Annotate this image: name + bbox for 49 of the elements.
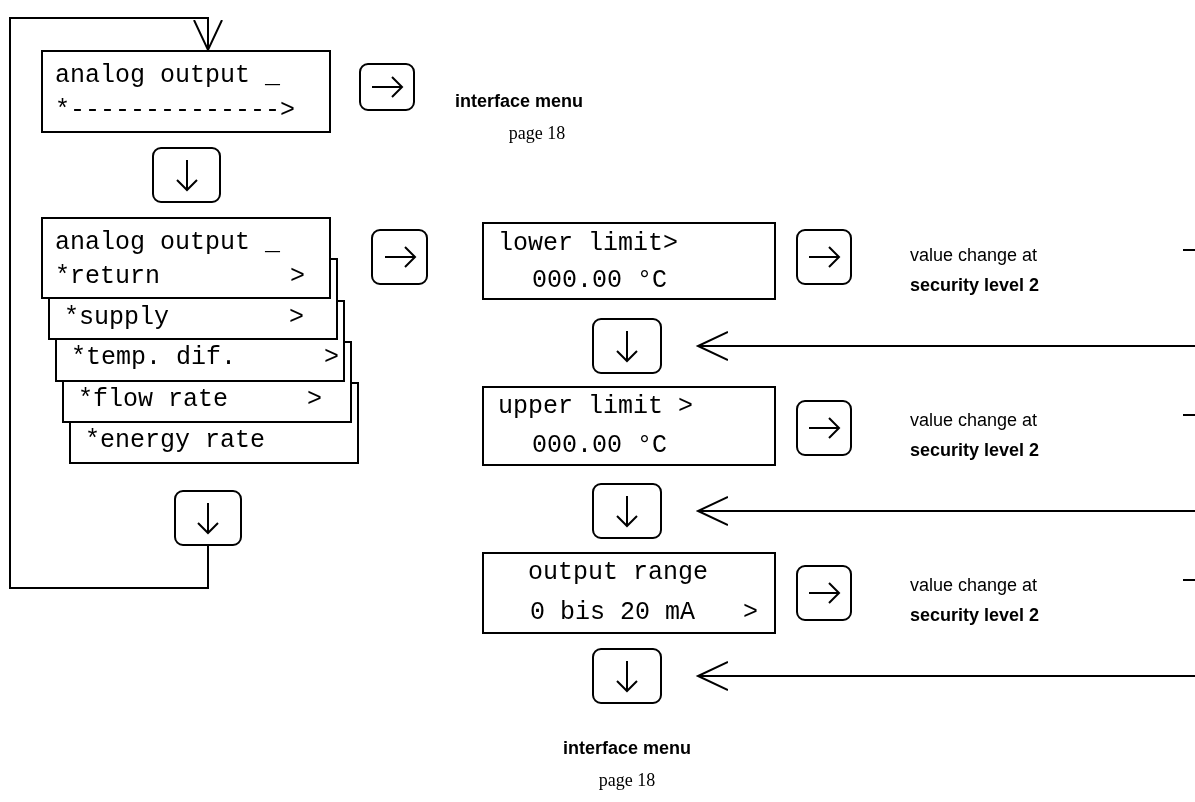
display-text: analog output _: [55, 228, 281, 258]
display-screen: [482, 386, 776, 466]
arrow-key: [152, 147, 221, 203]
arrow-key: [174, 490, 242, 546]
display-text: output range: [528, 558, 709, 588]
menu-option-card: [55, 338, 345, 382]
key-caption: value change at security level 2: [910, 574, 1041, 627]
display-text: *temp. dif.: [71, 343, 237, 373]
display-text: >: [290, 262, 305, 292]
key-caption: value change at security level 2: [910, 244, 1041, 297]
arrow-key: [592, 318, 662, 374]
key-caption: page 18: [507, 122, 567, 145]
display-text: 000.00 °C: [532, 266, 668, 296]
arrow-key: [796, 565, 852, 621]
display-text: >: [307, 385, 322, 415]
display-screen: [482, 552, 776, 634]
display-screen: [482, 222, 776, 300]
display-text: 000.00 °C: [532, 431, 668, 461]
display-text: >: [743, 598, 758, 628]
arrow-key: [371, 229, 428, 285]
display-screen: [41, 217, 331, 299]
menu-option-card: [69, 421, 359, 464]
display-text: >: [289, 303, 304, 333]
display-text: *return: [55, 262, 161, 292]
arrow-key: [796, 229, 852, 285]
display-text: *energy rate: [85, 426, 266, 456]
arrow: [697, 496, 1195, 526]
display-text: *supply: [64, 303, 170, 333]
key-caption: value change at security level 2: [910, 409, 1041, 462]
display-text: *-------------->: [55, 96, 296, 126]
display-text: upper limit >: [498, 392, 694, 422]
display-text: >: [324, 343, 339, 373]
menu-option-card: [62, 380, 352, 423]
display-text: *flow rate: [78, 385, 229, 415]
key-caption: page 18: [597, 769, 657, 792]
arrow: [9, 17, 223, 589]
arrow-key: [796, 400, 852, 456]
menu-option-card: [48, 297, 338, 340]
arrow-key: [592, 483, 662, 539]
key-caption: interface menu: [455, 90, 585, 113]
arrow-key: [592, 648, 662, 704]
key-caption: interface menu: [561, 737, 692, 760]
display-screen: [41, 50, 331, 133]
arrow: [697, 661, 1195, 691]
display-text: lower limit>: [498, 229, 679, 259]
display-text: 0 bis 20 mA: [530, 598, 696, 628]
arrow: [697, 331, 1195, 361]
arrow-key: [359, 63, 415, 111]
display-text: analog output _: [55, 61, 281, 91]
